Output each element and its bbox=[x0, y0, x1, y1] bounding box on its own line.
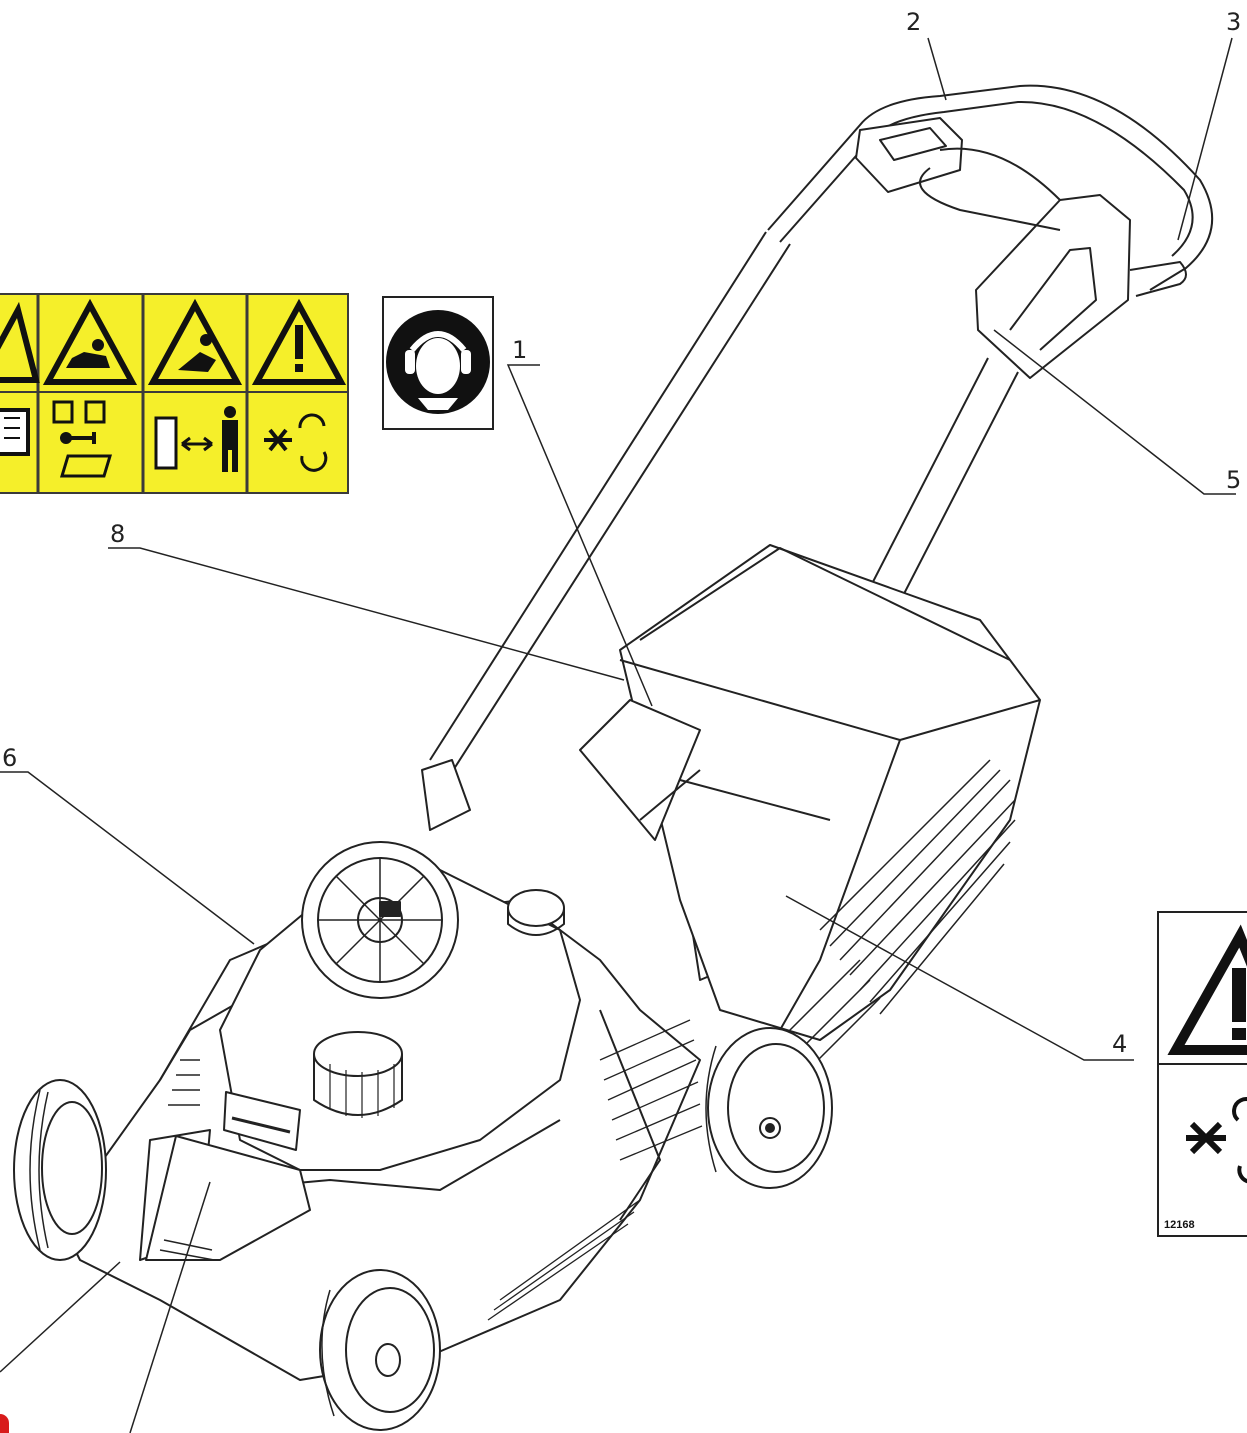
callout-numbers: 1 2 3 4 5 6 8 bbox=[2, 8, 1241, 1058]
leader-3 bbox=[1177, 37, 1233, 241]
warning-triangle-icon bbox=[1167, 924, 1247, 1055]
callout-4: 4 bbox=[1112, 1030, 1127, 1058]
callout-5: 5 bbox=[1226, 466, 1241, 494]
mower-line-art bbox=[13, 84, 1214, 1431]
callout-8: 8 bbox=[110, 520, 125, 548]
ear-protection-icon bbox=[386, 310, 490, 414]
projectile-rotation-icon bbox=[1186, 1097, 1247, 1184]
deck-side-ribs bbox=[487, 1019, 703, 1321]
leader-5 bbox=[993, 329, 1236, 495]
warning-cutting-icon bbox=[42, 298, 138, 478]
front-left-wheel bbox=[13, 1079, 107, 1261]
callout-2: 2 bbox=[906, 8, 921, 36]
warning-projectile-icon bbox=[251, 298, 347, 472]
leader-lines bbox=[0, 37, 1236, 1433]
ear-protection-sign bbox=[382, 296, 494, 430]
front-shroud bbox=[145, 1135, 311, 1261]
warning-slip-icon bbox=[147, 298, 243, 472]
callout-3: 3 bbox=[1226, 8, 1241, 36]
callout-1: 1 bbox=[512, 336, 527, 364]
right-safety-decal: 12168 bbox=[1157, 911, 1247, 1237]
leader-7a bbox=[0, 1261, 121, 1373]
leader-2 bbox=[927, 37, 947, 101]
front-right-wheel bbox=[319, 1269, 441, 1431]
leader-1 bbox=[506, 364, 653, 707]
leader-4 bbox=[785, 895, 1134, 1061]
safety-label-strip bbox=[0, 293, 349, 494]
warning-manual-icon bbox=[0, 301, 40, 456]
leader-6 bbox=[0, 771, 255, 945]
red-marker bbox=[0, 1414, 9, 1433]
engine bbox=[219, 841, 581, 1171]
decal-code: 12168 bbox=[1164, 1219, 1195, 1231]
rear-right-wheel bbox=[705, 1027, 833, 1189]
handlebar bbox=[767, 84, 1214, 379]
grass-catcher bbox=[579, 544, 1041, 1099]
leader-7b bbox=[129, 1181, 211, 1433]
leader-8 bbox=[108, 547, 625, 681]
callout-6: 6 bbox=[2, 744, 17, 772]
